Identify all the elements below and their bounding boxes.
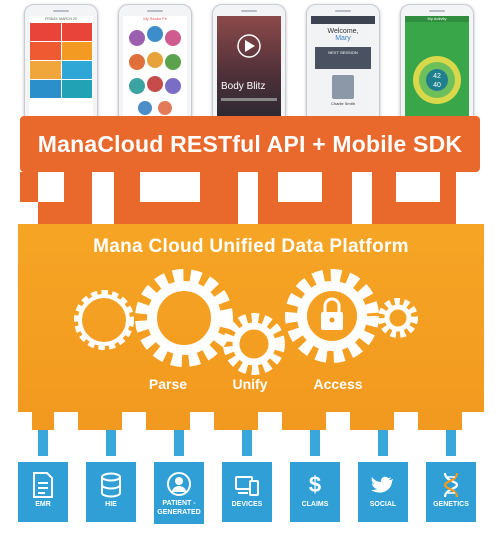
source-label: PATIENT - GENERATED: [157, 500, 201, 516]
connector-notch: [238, 172, 258, 224]
app-tile: [61, 61, 92, 79]
source-stem: [38, 430, 48, 456]
api-banner: [20, 116, 480, 172]
ring-value-top: 42: [433, 73, 441, 80]
lock-icon: [321, 297, 343, 330]
source-stem: [106, 430, 116, 456]
source-label: SOCIAL: [369, 501, 397, 508]
phone-header-bar: [311, 16, 375, 24]
coach-name: Charlie Smith: [330, 101, 355, 106]
source-stem: [310, 430, 320, 456]
dollar-icon: $: [308, 472, 322, 497]
source-label: GENETICS: [433, 501, 469, 508]
phone-speaker: [147, 10, 163, 12]
parse-gear-icon: [135, 269, 233, 367]
devices-icon: [235, 476, 259, 496]
phone-screen: Body Blitz: [217, 16, 281, 118]
stage-label-parse: Parse: [148, 376, 188, 392]
document-icon: [33, 472, 53, 498]
unify-gear-icon: [223, 313, 285, 375]
source-genetics: GENETICS: [426, 462, 476, 522]
play-icon: [237, 34, 261, 58]
gears-illustration: [74, 269, 418, 375]
phone-speaker: [335, 10, 351, 12]
connector-notch: [326, 412, 350, 430]
video-title: Body Blitz: [221, 81, 266, 92]
database-icon: [101, 472, 121, 498]
connector-notch: [352, 172, 372, 224]
connector-notch: [462, 412, 484, 430]
source-hie: HIE: [86, 462, 136, 522]
connector-notch: [258, 412, 282, 430]
app-tile: [30, 80, 61, 98]
bird-icon: [371, 476, 393, 493]
connector-notch: [38, 172, 64, 202]
connector-notch: [190, 412, 214, 430]
phone-mockup-3: Body Blitz: [212, 4, 286, 124]
phone-screen: My Activity 42 40: [405, 16, 469, 118]
app-tile: [61, 80, 92, 98]
stage-label-access: Access: [313, 376, 363, 392]
connector-notch: [396, 172, 440, 202]
phone-header: My Activity: [405, 16, 469, 22]
phone-mockup-1: FRIDAY, MARCH 20: [24, 4, 98, 124]
access-gear-icon: [285, 269, 379, 363]
phone-header: FRIDAY, MARCH 20: [29, 16, 93, 22]
app-tile: [30, 23, 61, 41]
circle-menu: [129, 26, 181, 115]
phone-header: My Studio Fit: [123, 16, 187, 22]
welcome-text: Welcome,: [327, 28, 359, 35]
connector-notch: [278, 172, 322, 202]
outline-gear-icon: [74, 290, 134, 350]
activity-ring-chart: 42 40: [413, 56, 461, 104]
next-session-card: NEXT SESSION: [315, 47, 371, 69]
avatar: [332, 75, 354, 99]
connector-notch: [54, 412, 78, 430]
phone-speaker: [429, 10, 445, 12]
source-stem: [242, 430, 252, 456]
source-stem: [378, 430, 388, 456]
phone-screen: Welcome, Mary NEXT SESSION Charlie Smith: [311, 16, 375, 118]
source-claims: $ CLAIMS: [290, 462, 340, 522]
source-social: SOCIAL: [358, 462, 408, 522]
phone-screen: My Studio Fit: [123, 16, 187, 118]
app-tile: [30, 42, 61, 60]
source-stem: [446, 430, 456, 456]
phone-screen: FRIDAY, MARCH 20: [29, 16, 93, 118]
connector-notch: [122, 412, 146, 430]
phone-mockup-2: My Studio Fit: [118, 4, 192, 124]
app-tile: [61, 42, 92, 60]
source-label: HIE: [105, 501, 117, 508]
app-tile: [30, 61, 61, 79]
phone-mockup-4: Welcome, Mary NEXT SESSION Charlie Smith: [306, 4, 380, 124]
source-emr: EMR: [18, 462, 68, 522]
connector-notch: [18, 412, 32, 430]
platform-title: Mana Cloud Unified Data Platform: [93, 236, 409, 257]
person-icon: [167, 472, 191, 496]
connector-notch: [456, 172, 480, 224]
source-devices: DEVICES: [222, 462, 272, 522]
phone-speaker: [53, 10, 69, 12]
data-platform-panel: [18, 224, 484, 412]
dna-icon: [443, 472, 459, 498]
source-label: DEVICES: [231, 501, 263, 508]
phone-mockup-5: My Activity 42 40: [400, 4, 474, 124]
user-name: Mary: [335, 35, 351, 42]
connector-notch: [394, 412, 418, 430]
api-banner-title: ManaCloud RESTful API + Mobile SDK: [37, 131, 463, 157]
connector-notch: [140, 172, 200, 202]
app-tile: [61, 23, 92, 41]
source-label: EMR: [35, 501, 51, 508]
source-stem: [174, 430, 184, 456]
connector-notch: [92, 172, 114, 224]
connector-notch: [20, 202, 38, 224]
phone-speaker: [241, 10, 257, 12]
source-label: CLAIMS: [301, 501, 329, 508]
ring-value-bottom: 40: [433, 82, 441, 89]
small-gear-icon: [378, 298, 418, 338]
source-patient-generated: PATIENT - GENERATED: [154, 462, 204, 524]
stage-label-unify: Unify: [232, 376, 268, 392]
progress-bar: [221, 98, 277, 101]
